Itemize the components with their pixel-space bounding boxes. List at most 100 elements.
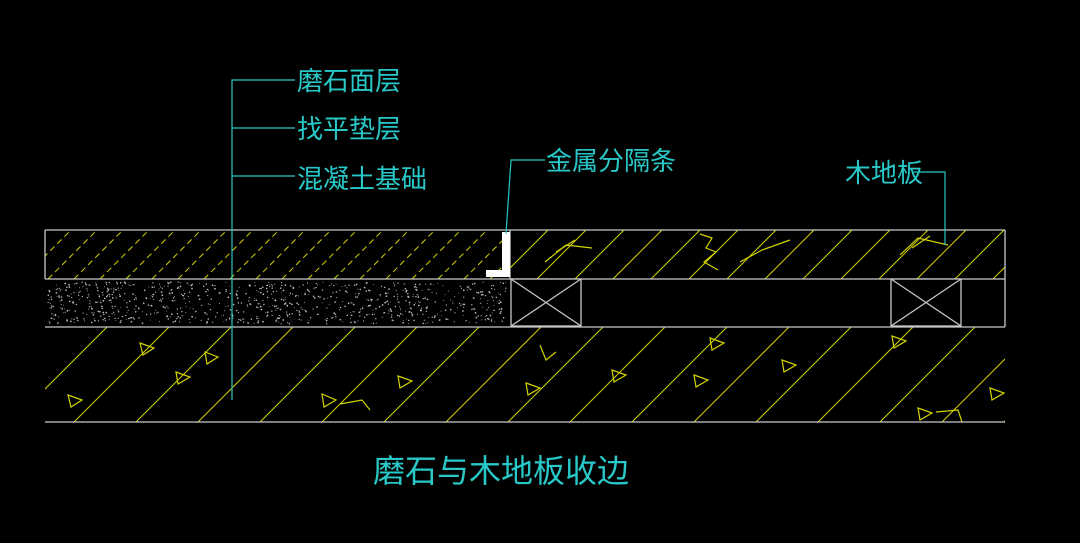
stipple-dot [419,283,421,286]
stipple-dot [468,321,470,323]
stipple-dot [110,288,111,290]
stipple-dot [167,318,170,320]
stipple-dot [498,302,500,305]
stipple-dot [289,285,292,287]
label-terrazzo-surface: 磨石面层 [297,67,401,97]
stipple-dot [347,302,350,305]
stipple-dot [98,294,100,296]
leader-lines [231,79,946,400]
stipple-dot [387,303,390,305]
stipple-dot [351,302,353,304]
stipple-dot [471,308,473,311]
stipple-dot [339,318,342,321]
stipple-dot [77,319,79,322]
stipple-dot [225,288,227,291]
stipple-dot [442,285,444,287]
stipple-dot [375,318,377,320]
stipple-dot [304,293,306,295]
stipple-dot [402,289,404,291]
stipple-dot [280,316,282,318]
stipple-dot [492,300,494,302]
stipple-dot [262,286,264,289]
stipple-dot [405,300,407,302]
stipple-dot [387,292,389,294]
stipple-dot [429,289,431,291]
stipple-dot [397,301,399,303]
stipple-dot [77,294,80,296]
stipple-dot [288,313,291,316]
stipple-dot [68,300,71,303]
stipple-dot [304,302,306,303]
stipple-dot [326,323,328,325]
stipple-dot [86,297,89,299]
stipple-dot [306,282,309,284]
stipple-dot [334,313,337,316]
stipple-dot [305,310,307,313]
stipple-dot [214,287,216,290]
stipple-dot [176,317,178,320]
stipple-dot [298,286,300,288]
stipple-dot [401,314,403,316]
stipple-dot [169,316,171,318]
hatch-line [383,327,480,422]
stipple-dot [236,297,239,299]
stipple-dot [467,287,469,289]
stipple-dot [278,321,280,323]
stipple-dot [286,315,289,317]
stipple-dot [229,309,232,311]
stipple-dot [273,283,275,285]
hatch-line [259,327,356,422]
stipple-dot [73,318,75,321]
stipple-dot [463,306,465,308]
stipple-dot [189,307,191,309]
stipple-dot [393,285,395,287]
hatch-line [333,230,384,279]
stipple-dot [265,311,267,314]
stipple-dot [413,287,415,289]
stipple-dot [207,318,210,320]
hatch-line [177,230,228,279]
stipple-dot [380,285,383,287]
stipple-dot [102,319,104,321]
stipple-dot [276,305,278,307]
stipple-dot [130,317,133,319]
stipple-dot [425,283,427,285]
stipple-dot [399,306,400,308]
stipple-dot [271,314,273,317]
stipple-dot [216,312,218,314]
stipple-dot [238,318,240,321]
stipple-dot [248,284,251,287]
stipple-dot [298,318,300,321]
stipple-dot [394,305,397,308]
layer-outlines [44,229,1006,423]
stipple-dot [97,301,99,303]
stipple-dot [177,316,179,318]
stipple-dot [414,285,417,288]
stipple-dot [142,302,145,304]
stipple-dot [491,295,493,297]
stipple-dot [426,306,429,308]
concrete-base-hatch [45,327,1005,422]
stipple-dot [376,322,378,324]
stipple-dot [462,289,465,292]
stipple-dot [302,284,304,286]
stipple-dot [206,320,209,323]
stipple-dot [397,282,399,284]
stipple-dot [95,283,98,286]
stipple-dot [135,305,137,307]
stipple-dot [490,320,493,322]
stipple-dot [287,305,288,307]
stipple-dot [192,308,194,310]
stipple-dot [491,287,493,290]
stipple-dot [401,296,403,298]
hatch-line [802,230,853,279]
stipple-dot [420,309,423,312]
stipple-dot [268,306,270,308]
stipple-dot [381,304,384,306]
stipple-dot [481,291,483,293]
stipple-dot [259,305,262,308]
stipple-dot [355,283,358,286]
stipple-dot [364,316,366,318]
stipple-dot [313,297,316,299]
stipple-dot [151,286,154,289]
